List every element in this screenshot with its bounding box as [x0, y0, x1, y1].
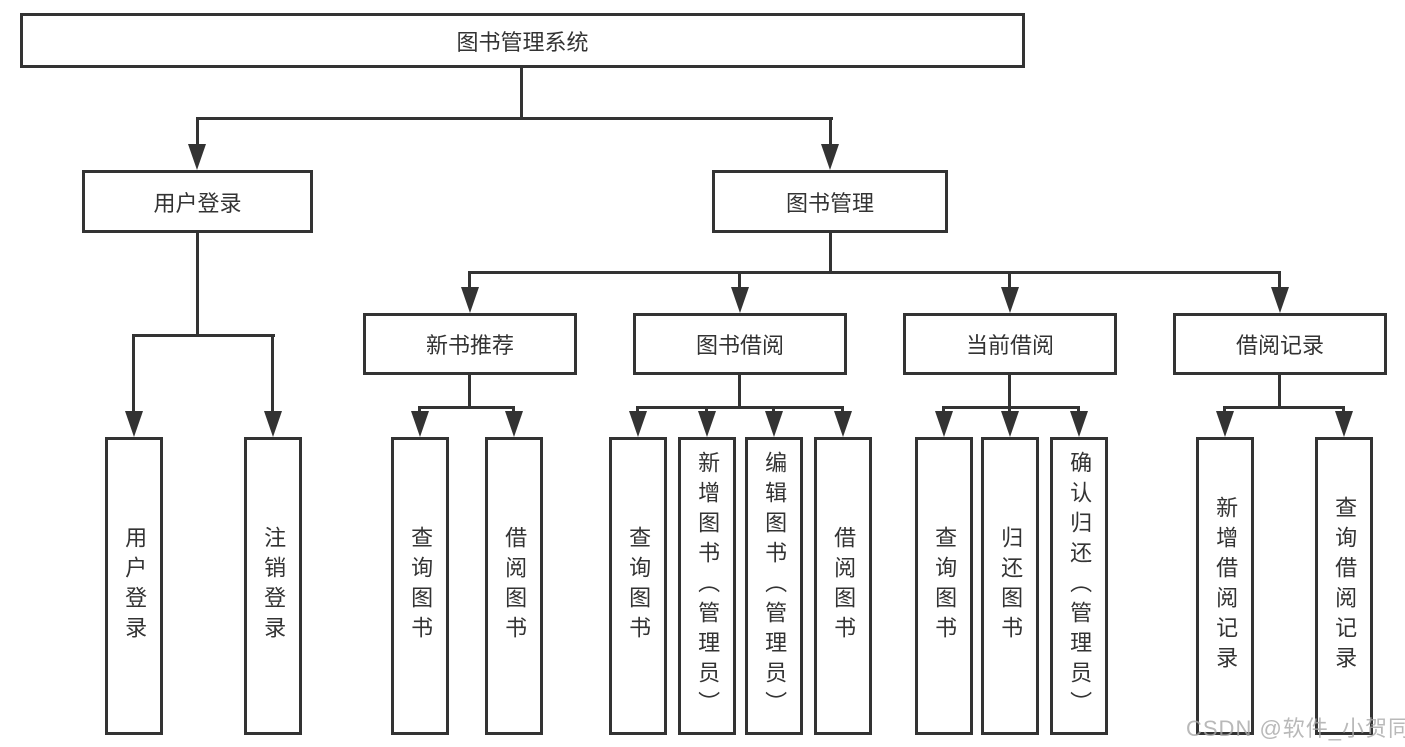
node-add-book-admin-label: 新增图书（管理员）: [695, 451, 721, 721]
connector-book-management-shaft: [829, 117, 832, 150]
node-borrowing-borrow-books-label: 借阅图书: [831, 526, 857, 646]
node-user-login: 用户登录: [82, 170, 313, 233]
connector-user-login-stem: [196, 231, 199, 337]
arrowhead-logout-item: [264, 411, 282, 437]
node-book-management: 图书管理: [712, 170, 948, 233]
node-borrowing-records-label: 借阅记录: [1235, 333, 1324, 358]
arrowhead-user-login-item: [125, 411, 143, 437]
node-root: 图书管理系统: [20, 13, 1025, 68]
arrowhead-recommend-borrow: [505, 411, 523, 437]
node-root-label: 图书管理系统: [456, 29, 589, 55]
node-query-borrow-record-label: 查询借阅记录: [1332, 496, 1358, 676]
node-logout-item-label: 注销登录: [261, 526, 287, 646]
arrowhead-edit-book: [765, 411, 783, 437]
node-logout-item: 注销登录: [244, 437, 302, 735]
arrowhead-recommend-query: [411, 411, 429, 437]
connector-borrowing-records-bar: [1223, 406, 1345, 409]
node-new-book-recommend: 新书推荐: [363, 313, 577, 375]
node-borrowing-records: 借阅记录: [1173, 313, 1387, 375]
node-recommend-query-books: 查询图书: [391, 437, 449, 735]
connector-new-book-recommend-shaft: [468, 271, 471, 291]
node-return-books-label: 归还图书: [998, 526, 1024, 646]
connector-user-login-item-shaft: [132, 334, 135, 414]
node-book-management-label: 图书管理: [785, 190, 874, 216]
node-book-borrowing: 图书借阅: [633, 313, 847, 375]
connector-book-management-bar: [468, 271, 1281, 274]
arrowhead-confirm-return: [1070, 411, 1088, 437]
node-confirm-return-admin-label: 确认归还（管理员）: [1067, 451, 1093, 721]
connector-book-borrowing-stem: [738, 373, 741, 408]
node-borrowing-query-books: 查询图书: [609, 437, 667, 735]
connector-current-borrowing-shaft: [1008, 271, 1011, 291]
node-recommend-query-books-label: 查询图书: [408, 526, 434, 646]
node-book-borrowing-label: 图书借阅: [695, 333, 784, 358]
node-confirm-return-admin: 确认归还（管理员）: [1050, 437, 1108, 735]
node-edit-book-admin: 编辑图书（管理员）: [745, 437, 803, 735]
node-query-borrow-record: 查询借阅记录: [1315, 437, 1373, 735]
node-recommend-borrow-books: 借阅图书: [485, 437, 543, 735]
connector-root-bar: [196, 117, 833, 120]
arrowhead-query-record: [1335, 411, 1353, 437]
connector-book-borrowing-shaft: [738, 271, 741, 291]
connector-current-borrowing-stem: [1008, 373, 1011, 408]
node-user-login-item-label: 用户登录: [122, 526, 148, 646]
arrowhead-book-borrowing: [731, 287, 749, 313]
connector-borrowing-records-shaft: [1278, 271, 1281, 291]
arrowhead-user-login: [188, 144, 206, 170]
connector-current-borrowing-bar: [942, 406, 1080, 409]
connector-user-login-shaft: [196, 117, 199, 150]
connector-book-management-stem: [829, 231, 832, 274]
node-current-borrowing-label: 当前借阅: [965, 333, 1054, 358]
arrowhead-book-management: [821, 144, 839, 170]
arrowhead-new-book-recommend: [461, 287, 479, 313]
arrowhead-current-query: [935, 411, 953, 437]
node-new-book-recommend-label: 新书推荐: [425, 333, 514, 358]
connector-borrowing-records-stem: [1278, 373, 1281, 408]
arrowhead-return-books: [1001, 411, 1019, 437]
node-borrowing-borrow-books: 借阅图书: [814, 437, 872, 735]
arrowhead-current-borrowing: [1001, 287, 1019, 313]
connector-root-stem: [520, 66, 523, 120]
arrowhead-add-book: [698, 411, 716, 437]
node-recommend-borrow-books-label: 借阅图书: [502, 526, 528, 646]
connector-new-book-recommend-stem: [468, 373, 471, 408]
node-add-borrow-record: 新增借阅记录: [1196, 437, 1254, 735]
node-current-query-books: 查询图书: [915, 437, 973, 735]
connector-logout-item-shaft: [271, 334, 274, 414]
node-return-books: 归还图书: [981, 437, 1039, 735]
node-add-book-admin: 新增图书（管理员）: [678, 437, 736, 735]
node-edit-book-admin-label: 编辑图书（管理员）: [762, 451, 788, 721]
node-add-borrow-record-label: 新增借阅记录: [1213, 496, 1239, 676]
node-current-borrowing: 当前借阅: [903, 313, 1117, 375]
watermark: CSDN @软件_小贺同学: [1186, 716, 1405, 741]
arrowhead-add-record: [1216, 411, 1234, 437]
node-borrowing-query-books-label: 查询图书: [626, 526, 652, 646]
connector-new-book-recommend-bar: [418, 406, 515, 409]
node-user-login-item: 用户登录: [105, 437, 163, 735]
arrowhead-borrowing-query: [629, 411, 647, 437]
arrowhead-borrowing-records: [1271, 287, 1289, 313]
arrowhead-borrowing-borrow: [834, 411, 852, 437]
node-user-login-label: 用户登录: [153, 190, 242, 216]
connector-book-borrowing-bar: [636, 406, 844, 409]
connector-user-login-bar: [132, 334, 275, 337]
node-current-query-books-label: 查询图书: [932, 526, 958, 646]
